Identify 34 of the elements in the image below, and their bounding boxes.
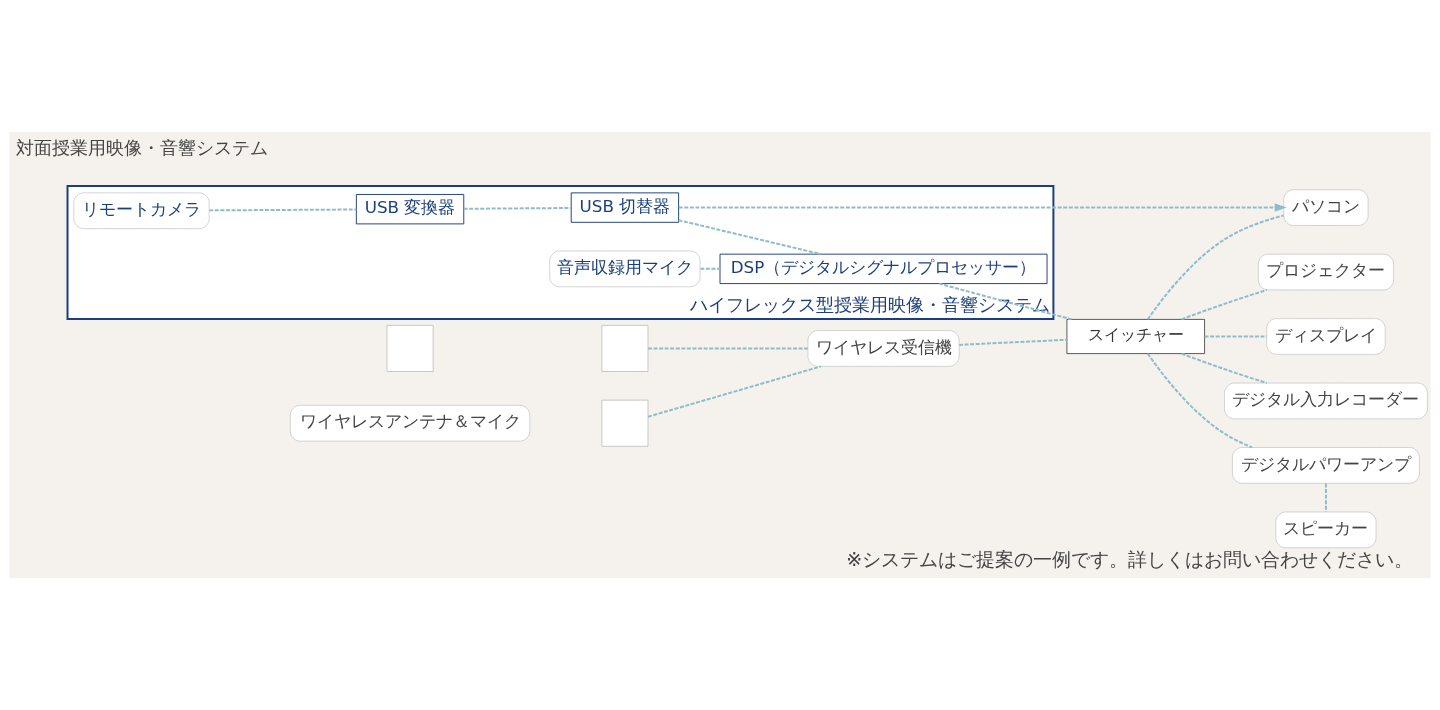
node-box: USB 切替器 bbox=[570, 192, 680, 223]
node-box: リモートカメラ bbox=[73, 192, 210, 230]
node-box: USB 変換器 bbox=[355, 194, 465, 225]
node-box: デジタルパワーアンプ bbox=[1232, 447, 1420, 484]
connector bbox=[699, 267, 721, 270]
connector bbox=[462, 207, 573, 210]
arrow bbox=[677, 203, 1287, 212]
connector bbox=[958, 338, 1068, 346]
connector bbox=[1180, 352, 1268, 384]
node-box: ワイヤレスアンテナ＆マイク bbox=[289, 404, 531, 442]
node-box: ワイヤレス受信機 bbox=[807, 330, 960, 367]
node-box bbox=[601, 399, 649, 447]
label: 対面授業用映像・音響システム bbox=[15, 137, 268, 158]
node-box: パソコン bbox=[1283, 189, 1369, 226]
connector bbox=[1146, 352, 1254, 449]
node-box: スイッチャー bbox=[1066, 319, 1205, 354]
node-box bbox=[601, 324, 649, 372]
connector bbox=[647, 365, 822, 418]
connector bbox=[677, 219, 822, 256]
connector bbox=[647, 347, 809, 350]
node-box bbox=[386, 324, 434, 372]
node-box: デジタル入力レコーダー bbox=[1224, 382, 1428, 420]
connector bbox=[1324, 482, 1327, 513]
connector bbox=[938, 282, 1073, 321]
node-box: 音声収録用マイク bbox=[549, 250, 701, 288]
node-box: プロジェクター bbox=[1257, 253, 1394, 291]
connector bbox=[1146, 214, 1285, 321]
node-box: スピーカー bbox=[1275, 511, 1377, 549]
connector bbox=[1180, 289, 1268, 321]
node-box: DSP（デジタルシグナルプロセッサー） bbox=[719, 253, 1048, 285]
node-box: ディスプレイ bbox=[1266, 318, 1386, 355]
connector bbox=[208, 208, 358, 212]
connector bbox=[1203, 335, 1268, 338]
caption: ※システムはご提案の一例です。詳しくはお問い合わせください。 bbox=[846, 548, 1414, 572]
